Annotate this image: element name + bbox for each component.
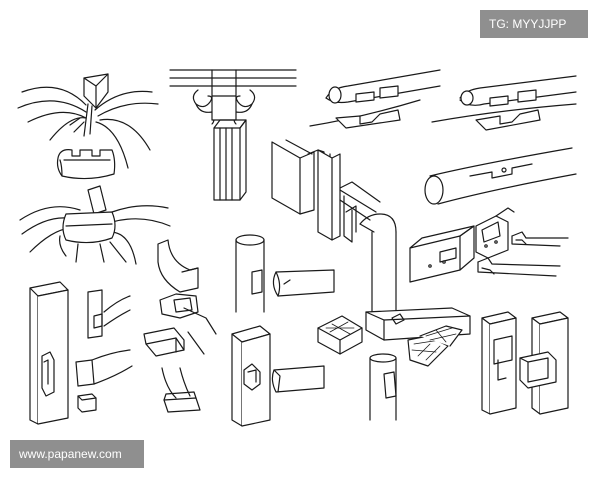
cylindrical-log-joint [425,148,576,204]
notched-block-left [58,150,115,179]
corner-lap-joint [272,140,380,242]
arched-beam-tenon [76,290,132,412]
curved-rafter-hub-top [18,74,158,168]
square-post-pair [482,312,568,414]
watermark-bottom-left: www.papanew.com [10,440,144,468]
curved-brace-joint [162,368,200,412]
carved-bracket-beam [170,70,296,200]
curved-rafter-hub-bottom [20,186,170,264]
watermark-top-right: TG: MYYJJPP [480,10,588,38]
board-end-tenons [478,232,568,276]
dovetail-beam-joint [410,208,514,282]
angled-socket-joint [144,240,216,356]
scarf-joint-row-2 [432,76,576,130]
lattice-cap-block [318,308,470,366]
tall-round-post [360,214,396,420]
scarf-joint-row-1 [310,70,440,128]
round-post-tenon [236,235,334,312]
square-post-notch [232,326,324,426]
tall-post-mortise [30,282,68,424]
